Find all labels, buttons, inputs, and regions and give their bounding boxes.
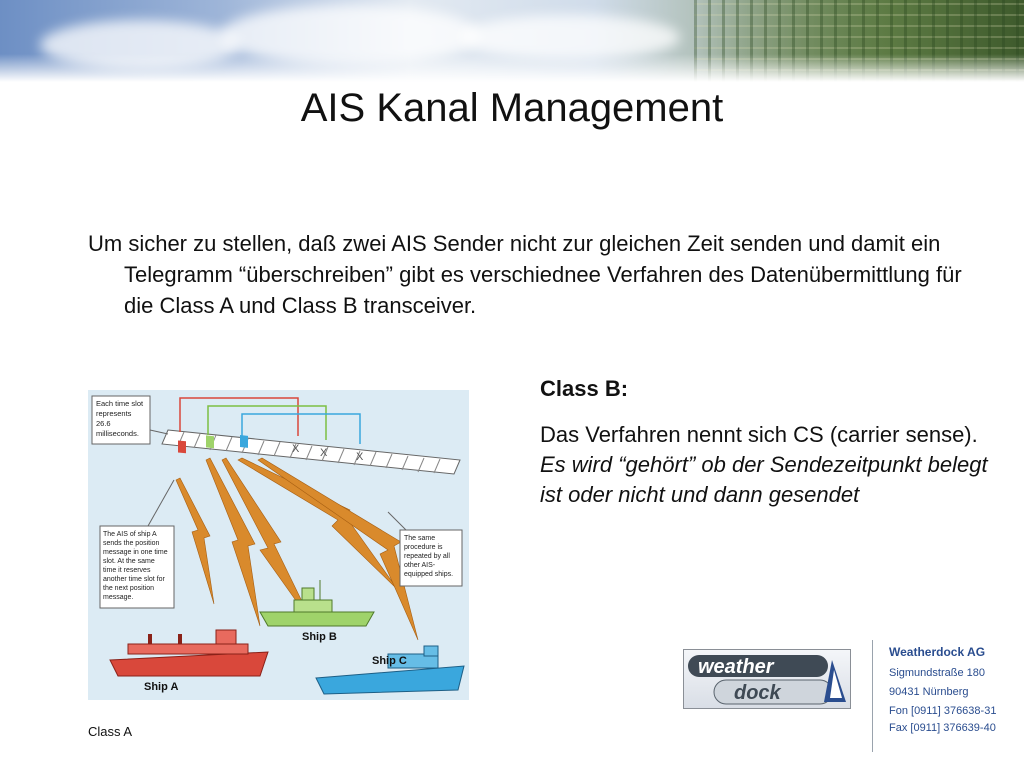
contact-block: Weatherdock AG Sigmundstraße 180 90431 N… <box>889 645 1014 738</box>
header-banner <box>0 0 1024 82</box>
phone-number: Fon [0911] 376638-31 <box>889 705 997 717</box>
svg-text:weather: weather <box>698 656 775 678</box>
ship-a-illustration: Ship A <box>109 629 269 693</box>
class-b-detail: Es wird “gehört” ob der Sendezeitpunkt b… <box>540 452 988 507</box>
street-address: Sigmundstraße 180 <box>889 667 985 679</box>
contact-divider <box>872 640 873 752</box>
svg-text:Each time slot represe: Each time slot represents 26.6 milliseco… <box>96 399 145 438</box>
class-b-heading: Class B: <box>540 376 629 401</box>
svg-text:Ship C: Ship C <box>372 655 407 667</box>
svg-text:The same procedure is: The same procedure is repeated by all ot… <box>404 535 453 578</box>
slide-title: AIS Kanal Management <box>300 86 724 130</box>
callout-ship-a: The AIS of ship A sends the position mes… <box>99 479 175 609</box>
time-slot-strip <box>161 429 461 475</box>
class-b-section: Class B: Das Verfahren nennt sich CS (ca… <box>540 374 1000 510</box>
svg-text:dock: dock <box>734 682 782 704</box>
radio-signal-bolts <box>175 457 419 641</box>
svg-text:X: X <box>356 451 364 463</box>
svg-text:X: X <box>320 447 328 459</box>
intro-paragraph: Um sicher zu stellen, daß zwei AIS Sende… <box>88 231 962 318</box>
company-name: Weatherdock AG <box>889 645 986 659</box>
svg-text:The AIS of ship A send: The AIS of ship A sends the position mes… <box>103 531 170 601</box>
svg-text:Ship B: Ship B <box>302 631 337 643</box>
figure-caption: Class A <box>88 724 133 739</box>
class-b-description: Das Verfahren nennt sich CS (carrier sen… <box>540 422 978 447</box>
callout-same-procedure: The same procedure is repeated by all ot… <box>387 511 463 587</box>
svg-text:X: X <box>292 443 300 455</box>
ship-b-illustration: Ship B <box>259 580 375 643</box>
fax-number: Fax [0911] 376639-40 <box>889 722 996 734</box>
svg-text:Ship A: Ship A <box>144 681 178 693</box>
callout-time-slot: Each time slot represents 26.6 milliseco… <box>91 395 169 445</box>
city-address: 90431 Nürnberg <box>889 686 969 698</box>
ais-slot-diagram: X X X Each time slot represents 26.6 mil… <box>88 390 469 700</box>
weatherdock-logo: weather dock <box>683 649 851 709</box>
ship-c-illustration: Ship C <box>315 645 465 695</box>
